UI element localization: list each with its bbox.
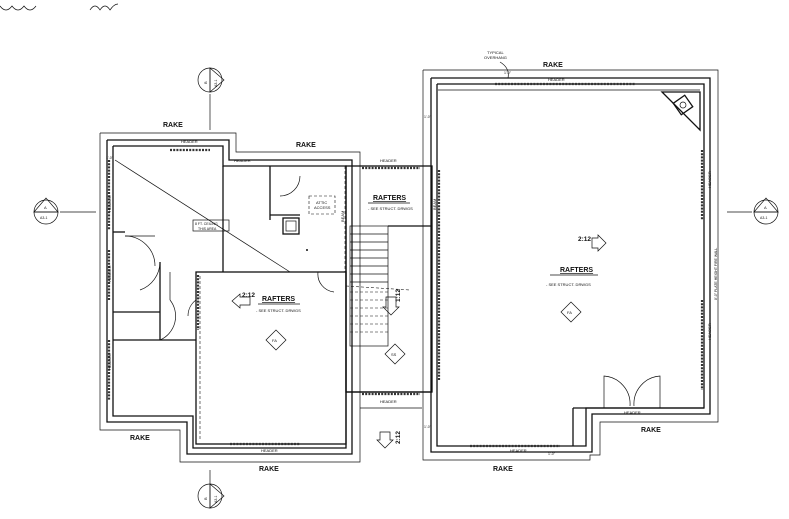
svg-text:A3-1: A3-1 (760, 216, 767, 220)
plate-height-note: 8'-0" PLATE HEIGHT FIRE WALL (714, 248, 718, 300)
right-exterior-wall (430, 77, 711, 453)
typical-overhang-label: OVERHANG (484, 55, 507, 60)
header-label: HEADER (107, 353, 112, 370)
svg-text:A3-1: A3-1 (214, 80, 218, 87)
rake-label-left-bottom: RAKE (130, 435, 150, 442)
revision-cloud (0, 3, 119, 11)
overhang-dim: 1'-0" (504, 71, 512, 75)
header-label: HEADER (510, 448, 527, 453)
section-marker-b-bottom: B A3-1 (197, 470, 225, 509)
ss-tag-text: SS (391, 352, 397, 357)
slope-label-stair: 1:12 (395, 289, 402, 302)
slope-label-right: 2:12 (578, 236, 591, 243)
svg-text:A: A (44, 205, 47, 210)
stair (349, 225, 389, 347)
rafters-label-left: RAFTERS (262, 296, 295, 303)
rake-label-right-top: RAKE (543, 62, 563, 69)
chimney-corner (660, 91, 701, 132)
header-label: HEADER (380, 399, 397, 404)
rake-label-center-top: RAKE (296, 142, 316, 149)
rake-label-right-side: RAKE (641, 427, 661, 434)
overhang-dim: 1'-0" (106, 156, 114, 160)
beam-label: BEAM (432, 199, 437, 210)
slope-arrow-stair (382, 296, 400, 316)
svg-text:A3-1: A3-1 (40, 216, 47, 220)
slope-arrow-bottom (376, 431, 394, 449)
ceiling-diagonal (114, 159, 291, 273)
section-marker-a-right: A A3-1 (727, 197, 779, 225)
typical-overhang-label: TYPICAL (487, 50, 504, 55)
rafters-label-center: RAFTERS (373, 195, 406, 202)
left-wing (99, 132, 361, 463)
header-label: HEADER (707, 323, 712, 340)
left-outer-rake-line (99, 132, 361, 463)
svg-text:A3-1: A3-1 (214, 496, 218, 503)
rake-label-left-top: RAKE (163, 122, 183, 129)
overhang-leader (499, 61, 509, 79)
header-label: HEADER (181, 139, 198, 144)
header-label: HEADER (234, 158, 251, 163)
fa-tag-left (265, 329, 287, 351)
slope-arrow-right (591, 234, 607, 252)
attic-access-label: ATTIC (316, 200, 327, 205)
rake-label-right-bottom: RAKE (493, 466, 513, 473)
fa-tag-right (560, 301, 582, 323)
slope-label-bottom: 2:12 (395, 431, 402, 444)
header-label: HEADER (707, 171, 712, 188)
slope-label-left: 2:12 (242, 292, 255, 299)
beam-label: BEAM (340, 211, 345, 222)
header-label: HEADER (107, 265, 112, 282)
french-doors (603, 375, 661, 408)
header-label: HEADER (107, 195, 112, 212)
overhang-dim: 1'-0" (424, 425, 432, 429)
fa-tag-right-text: FA (567, 310, 572, 315)
svg-text:B: B (203, 81, 208, 84)
header-label: HEADER (548, 77, 565, 82)
rafters-note-right: - SEE STRUCT. DRWGS (546, 282, 591, 287)
rafters-label-right: RAFTERS (560, 267, 593, 274)
svg-text:A: A (764, 205, 767, 210)
overhang-dim: 1'-0" (424, 115, 432, 119)
overhang-dim: 1'-0" (548, 452, 556, 456)
section-marker-b-top: B A3-1 (197, 67, 225, 130)
left-exterior-wall (106, 139, 353, 455)
fa-tag-left-text: FA (272, 338, 277, 343)
rafters-note-center: - SEE STRUCT. DRWGS (368, 206, 413, 211)
right-outer-rake-line (422, 69, 719, 461)
svg-text:B: B (203, 497, 208, 500)
header-label: HEADER (624, 410, 641, 415)
rafters-note-left: - SEE STRUCT. DRWGS (256, 308, 301, 313)
attic-access (308, 195, 336, 215)
stair-treads (350, 233, 388, 283)
rake-label-center-bottom: RAKE (259, 466, 279, 473)
ceiling-note: THIS AREA (198, 227, 217, 231)
right-wing (422, 69, 719, 461)
door-swing (124, 175, 335, 341)
stair-connector (344, 165, 438, 409)
header-label: HEADER (261, 448, 278, 453)
ceiling-note: 8 FT. CEILING (195, 222, 218, 226)
attic-access-label: ACCESS (314, 205, 331, 210)
header-label: HEADER (380, 158, 397, 163)
ss-tag (384, 343, 406, 365)
slope-arrow-left (231, 293, 251, 309)
section-marker-a-left: A A3-1 (33, 197, 96, 225)
